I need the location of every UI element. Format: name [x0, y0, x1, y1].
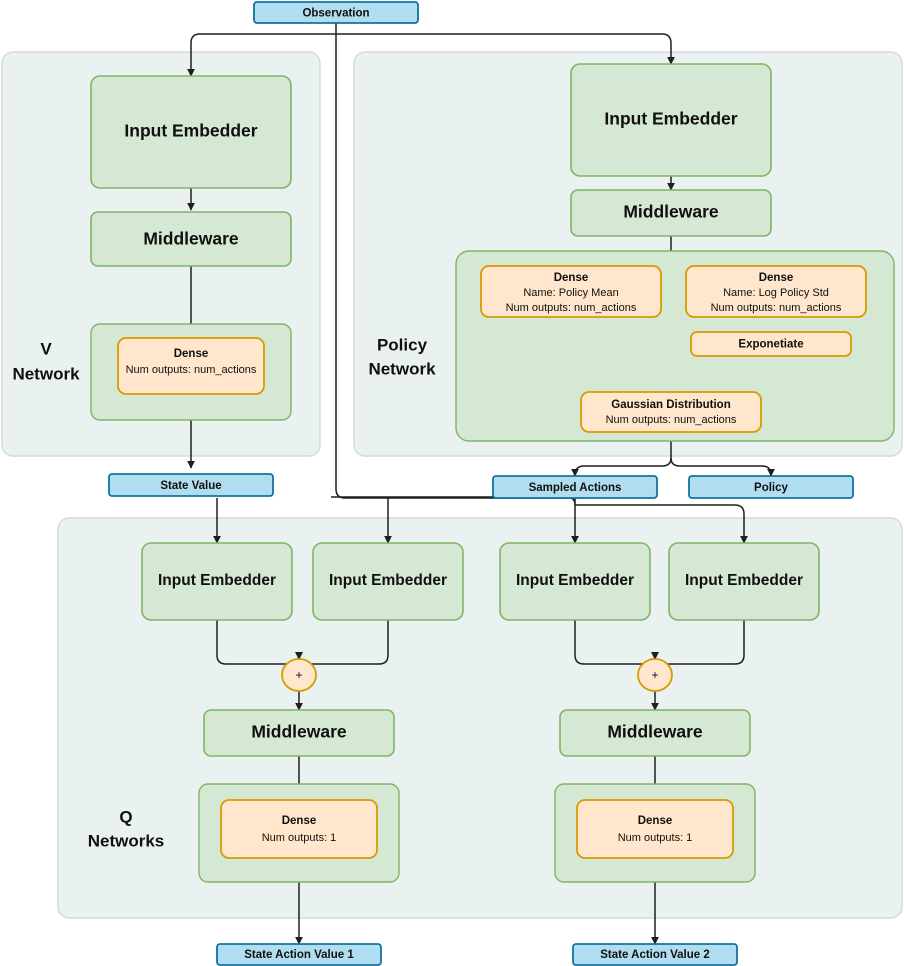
- q-input-embedder-2-label: Input Embedder: [329, 572, 447, 589]
- node-v-input-embedder[interactable]: Input Embedder: [90, 75, 292, 189]
- q-dense-1-outputs: Num outputs: 1: [262, 832, 337, 844]
- q-dense-1-title: Dense: [282, 815, 317, 827]
- node-policy-input-embedder[interactable]: Input Embedder: [570, 63, 772, 177]
- v-dense-box[interactable]: [117, 337, 265, 395]
- group-label-policy-network-line1: Policy: [377, 335, 428, 354]
- edge-observation-to-v-embedder: [187, 33, 336, 77]
- node-policy-middleware[interactable]: Middleware: [570, 189, 772, 237]
- node-sampled-actions[interactable]: Sampled Actions: [492, 475, 658, 499]
- dense-log-policy-std-box[interactable]: [685, 265, 867, 318]
- q-input-embedder-4-box[interactable]: [668, 542, 820, 621]
- q-input-embedder-2-box[interactable]: [312, 542, 464, 621]
- group-label-v-network-line2: Network: [12, 364, 80, 383]
- q-input-embedder-3-box[interactable]: [499, 542, 651, 621]
- sampled-actions-label: Sampled Actions: [529, 482, 622, 494]
- policy-input-embedder-box[interactable]: [570, 63, 772, 177]
- policy-output-box[interactable]: [688, 475, 854, 499]
- gaussian-distribution-box[interactable]: [580, 391, 762, 433]
- v-middleware-box[interactable]: [90, 211, 292, 267]
- state-action-value-1-label: State Action Value 1: [244, 949, 354, 961]
- policy-output-label: Policy: [754, 482, 788, 494]
- state-value-label: State Value: [160, 480, 221, 492]
- observation-box[interactable]: [253, 1, 419, 24]
- q-middleware-2-label: Middleware: [607, 722, 703, 742]
- node-add-1[interactable]: +: [281, 658, 317, 692]
- policy-input-embedder-label: Input Embedder: [604, 109, 737, 129]
- q-input-embedder-1-box[interactable]: [141, 542, 293, 621]
- edge-gaussian-to-policy: [670, 457, 775, 477]
- node-q-input-embedder-3[interactable]: Input Embedder: [499, 542, 651, 621]
- q-input-embedder-1-label: Input Embedder: [158, 572, 276, 589]
- edge-gaussian-to-sampled-actions: [571, 457, 672, 477]
- node-q-middleware-1[interactable]: Middleware: [203, 709, 395, 757]
- node-q-input-embedder-2[interactable]: Input Embedder: [312, 542, 464, 621]
- node-dense-policy-mean[interactable]: Dense Name: Policy Mean Num outputs: num…: [480, 265, 662, 318]
- node-gaussian-distribution[interactable]: Gaussian Distribution Num outputs: num_a…: [580, 391, 762, 433]
- group-label-q-networks-line1: Q: [119, 807, 132, 826]
- gaussian-distribution-outputs: Num outputs: num_actions: [606, 414, 737, 426]
- node-state-action-value-1[interactable]: State Action Value 1: [216, 943, 382, 966]
- add-2-label: +: [651, 668, 658, 682]
- v-input-embedder-box[interactable]: [90, 75, 292, 189]
- state-action-value-1-box[interactable]: [216, 943, 382, 966]
- node-state-value[interactable]: State Value: [108, 473, 274, 497]
- edge-observation-to-q-left: [335, 34, 578, 499]
- q-middleware-1-box[interactable]: [203, 709, 395, 757]
- add-2-circle[interactable]: [637, 658, 673, 692]
- node-q-input-embedder-4[interactable]: Input Embedder: [668, 542, 820, 621]
- exponetiate-box[interactable]: [690, 331, 852, 357]
- dense-policy-mean-name: Name: Policy Mean: [523, 287, 618, 299]
- policy-middleware-label: Middleware: [623, 202, 719, 222]
- q-dense-2-box[interactable]: [576, 799, 734, 859]
- group-label-q-networks-line2: Networks: [88, 831, 165, 850]
- q-middleware-1-label: Middleware: [251, 722, 347, 742]
- node-v-middleware[interactable]: Middleware: [90, 211, 292, 267]
- v-input-embedder-label: Input Embedder: [124, 121, 257, 141]
- state-value-box[interactable]: [108, 473, 274, 497]
- dense-log-policy-std-name: Name: Log Policy Std: [723, 287, 829, 299]
- q-dense-1-box[interactable]: [220, 799, 378, 859]
- exponetiate-label: Exponetiate: [738, 339, 803, 351]
- node-dense-log-policy-std[interactable]: Dense Name: Log Policy Std Num outputs: …: [685, 265, 867, 318]
- policy-middleware-box[interactable]: [570, 189, 772, 237]
- node-q-dense-2[interactable]: Dense Num outputs: 1: [576, 799, 734, 859]
- edge-observation-to-policy-embedder: [336, 33, 675, 65]
- q-input-embedder-4-label: Input Embedder: [685, 572, 803, 589]
- dense-policy-mean-box[interactable]: [480, 265, 662, 318]
- group-label-policy-network-line2: Network: [368, 359, 436, 378]
- dense-log-policy-std-outputs: Num outputs: num_actions: [711, 302, 842, 314]
- q-dense-2-title: Dense: [638, 815, 673, 827]
- node-policy-output[interactable]: Policy: [688, 475, 854, 499]
- v-dense-title: Dense: [174, 348, 209, 360]
- dense-log-policy-std-title: Dense: [759, 272, 794, 284]
- group-label-v-network-line1: V: [40, 339, 52, 358]
- dense-policy-mean-title: Dense: [554, 272, 589, 284]
- node-q-middleware-2[interactable]: Middleware: [559, 709, 751, 757]
- v-dense-outputs: Num outputs: num_actions: [126, 364, 257, 376]
- edge-sampled-actions-to-embedder-4: [575, 504, 748, 544]
- node-add-2[interactable]: +: [637, 658, 673, 692]
- add-1-label: +: [295, 668, 302, 682]
- q-dense-2-outputs: Num outputs: 1: [618, 832, 693, 844]
- gaussian-distribution-title: Gaussian Distribution: [611, 399, 731, 411]
- node-exponetiate[interactable]: Exponetiate: [690, 331, 852, 357]
- q-middleware-2-box[interactable]: [559, 709, 751, 757]
- node-q-input-embedder-1[interactable]: Input Embedder: [141, 542, 293, 621]
- dense-policy-mean-outputs: Num outputs: num_actions: [506, 302, 637, 314]
- sampled-actions-box[interactable]: [492, 475, 658, 499]
- v-middleware-label: Middleware: [143, 229, 239, 249]
- q-input-embedder-3-label: Input Embedder: [516, 572, 634, 589]
- add-1-circle[interactable]: [281, 658, 317, 692]
- node-q-dense-1[interactable]: Dense Num outputs: 1: [220, 799, 378, 859]
- observation-label: Observation: [302, 8, 369, 20]
- node-observation[interactable]: Observation: [253, 1, 419, 24]
- node-v-dense[interactable]: Dense Num outputs: num_actions: [117, 337, 265, 395]
- node-state-action-value-2[interactable]: State Action Value 2: [572, 943, 738, 966]
- state-action-value-2-box[interactable]: [572, 943, 738, 966]
- state-action-value-2-label: State Action Value 2: [600, 949, 710, 961]
